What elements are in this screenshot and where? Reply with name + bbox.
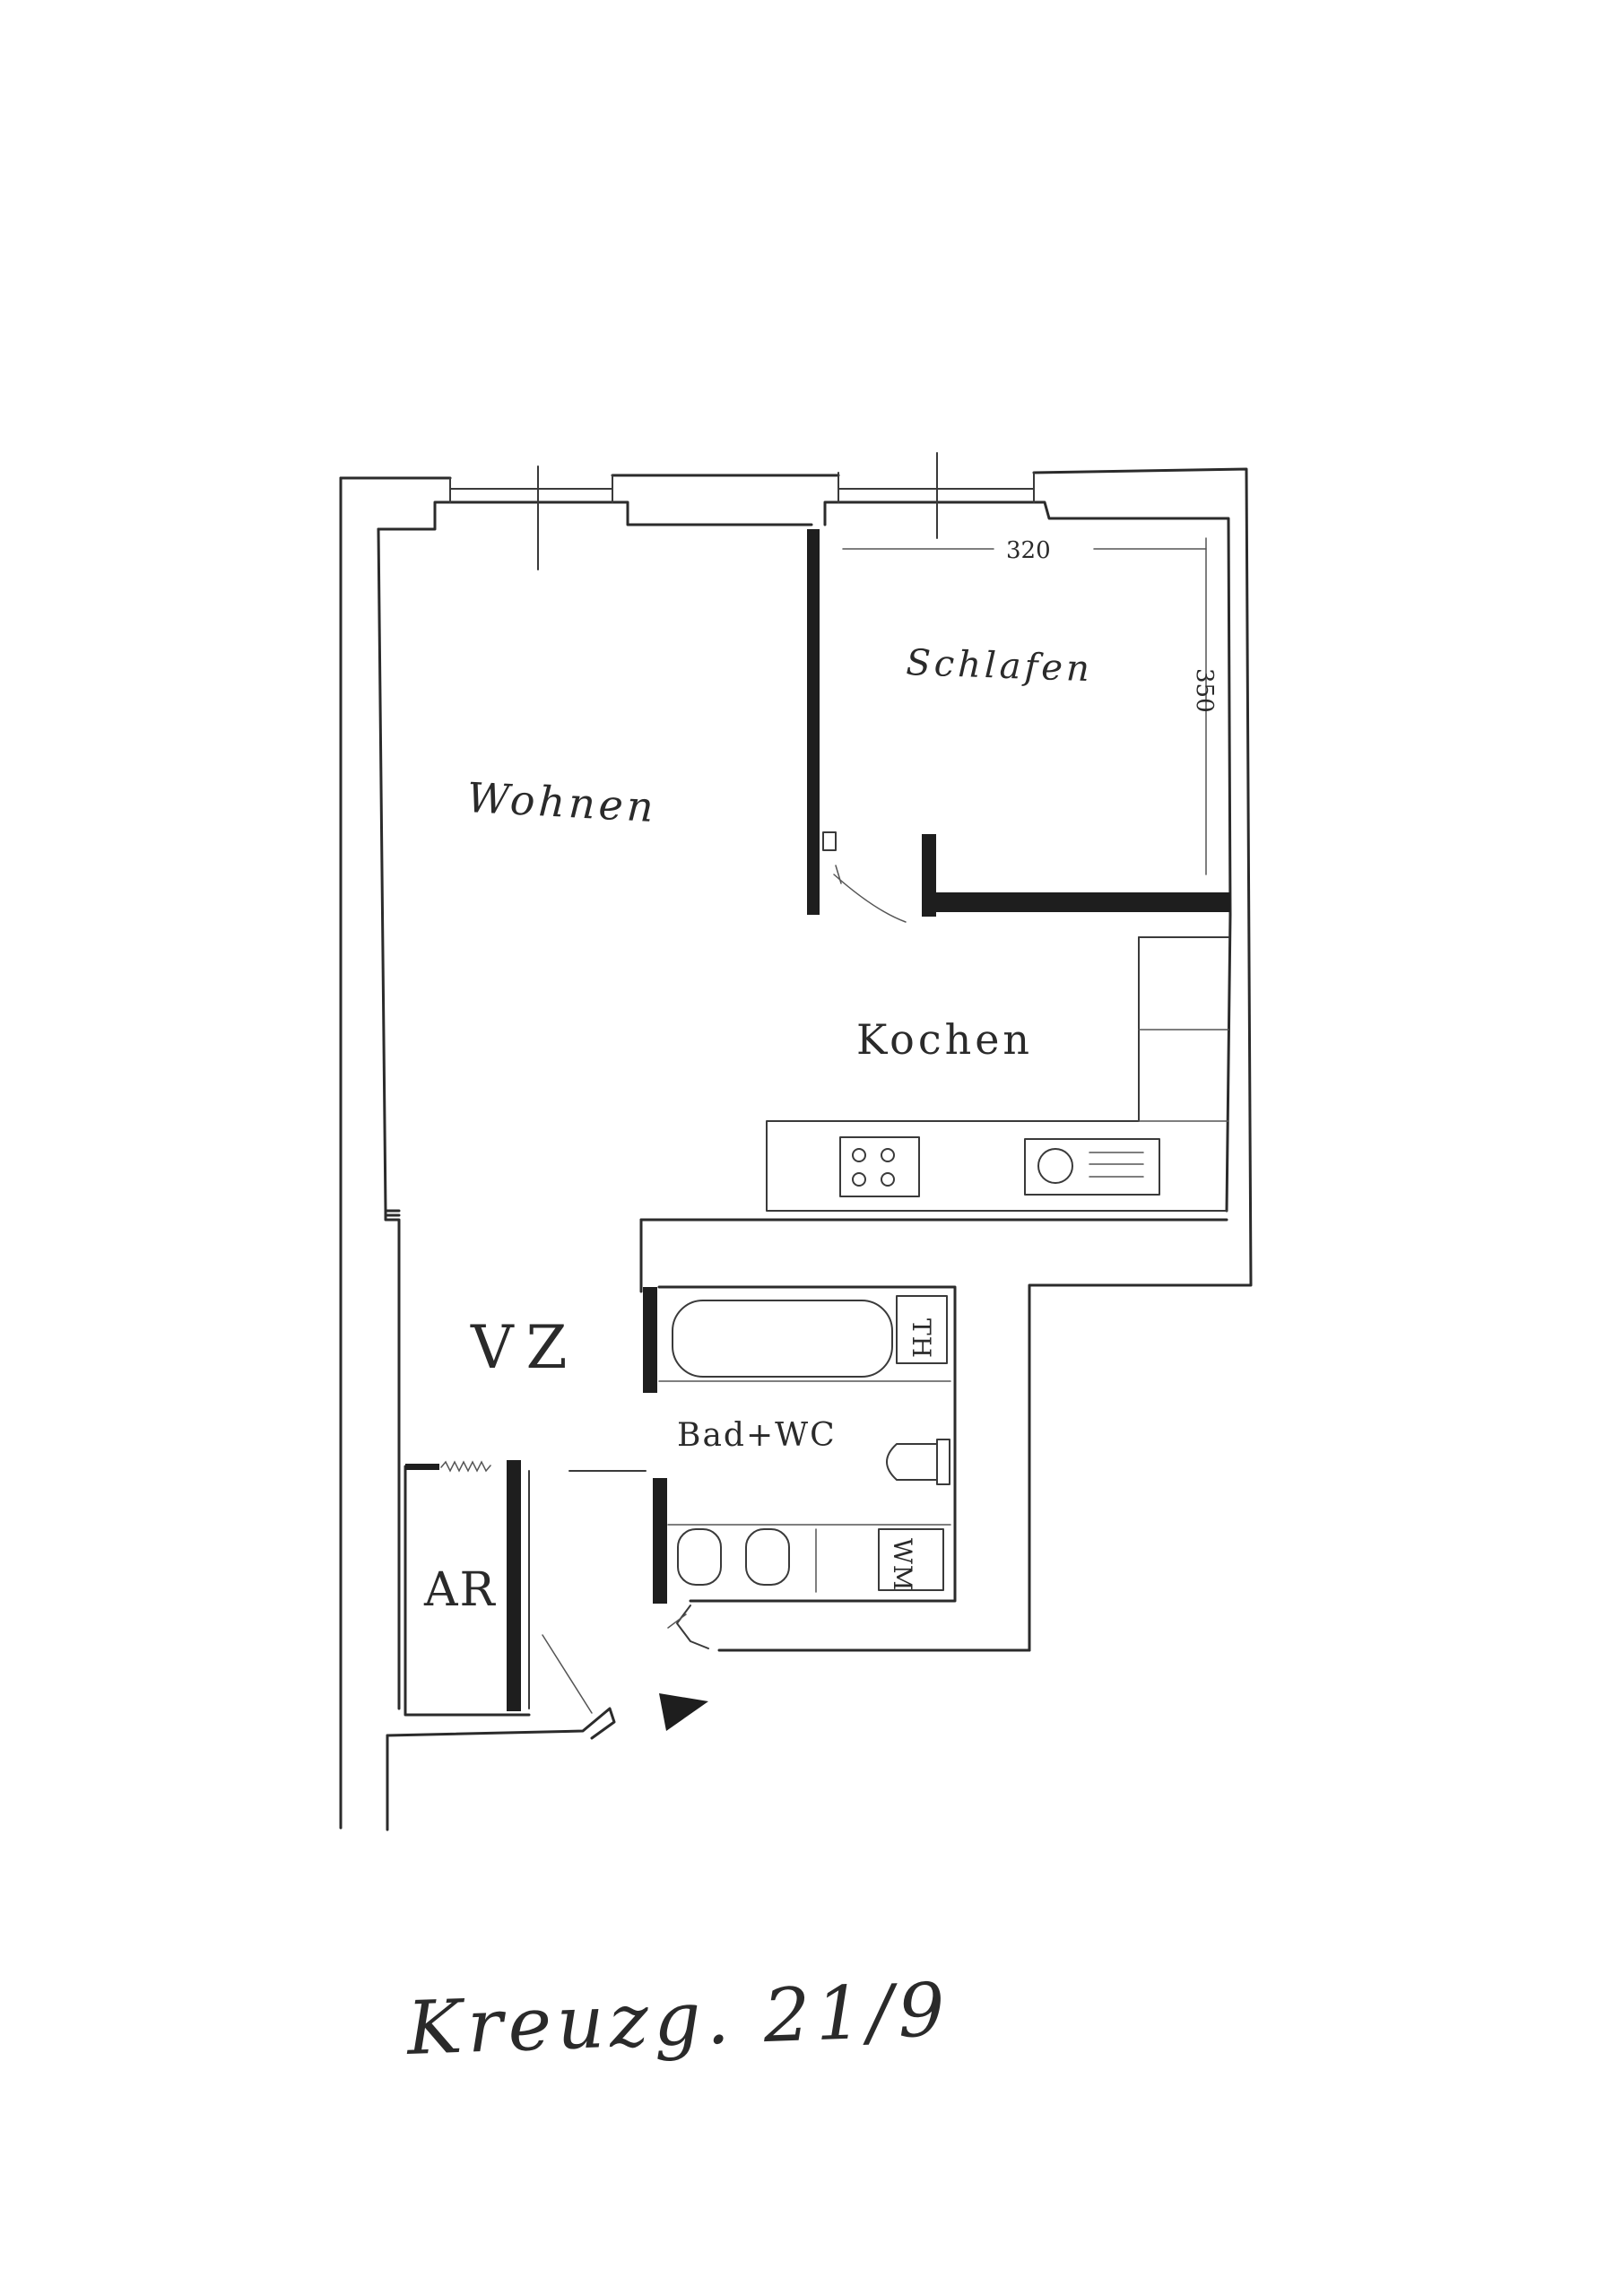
plan-caption: Kreuzg. 21/9 (404, 1968, 951, 2072)
entrance-arrow-icon (659, 1693, 708, 1731)
schlafen-walls (807, 529, 1230, 923)
bathroom (568, 1218, 1228, 1652)
label-ar: AR (423, 1563, 497, 1617)
label-kochen: Kochen (856, 1015, 1033, 1064)
label-bad-wc: Bad+WC (677, 1417, 837, 1454)
label-schlafen: Schlafen (906, 642, 1094, 690)
label-vz: VZ (470, 1313, 580, 1382)
exterior-walls (339, 452, 1253, 1830)
kitchen (766, 936, 1229, 1212)
fixture-wm: WM (888, 1538, 917, 1591)
left-walls (384, 1209, 616, 1831)
dimension-depth: 350 (1191, 668, 1218, 713)
label-wohnen: Wohnen (465, 773, 657, 831)
dimension-width: 320 (1006, 537, 1051, 564)
fixture-th: TH (907, 1318, 936, 1359)
